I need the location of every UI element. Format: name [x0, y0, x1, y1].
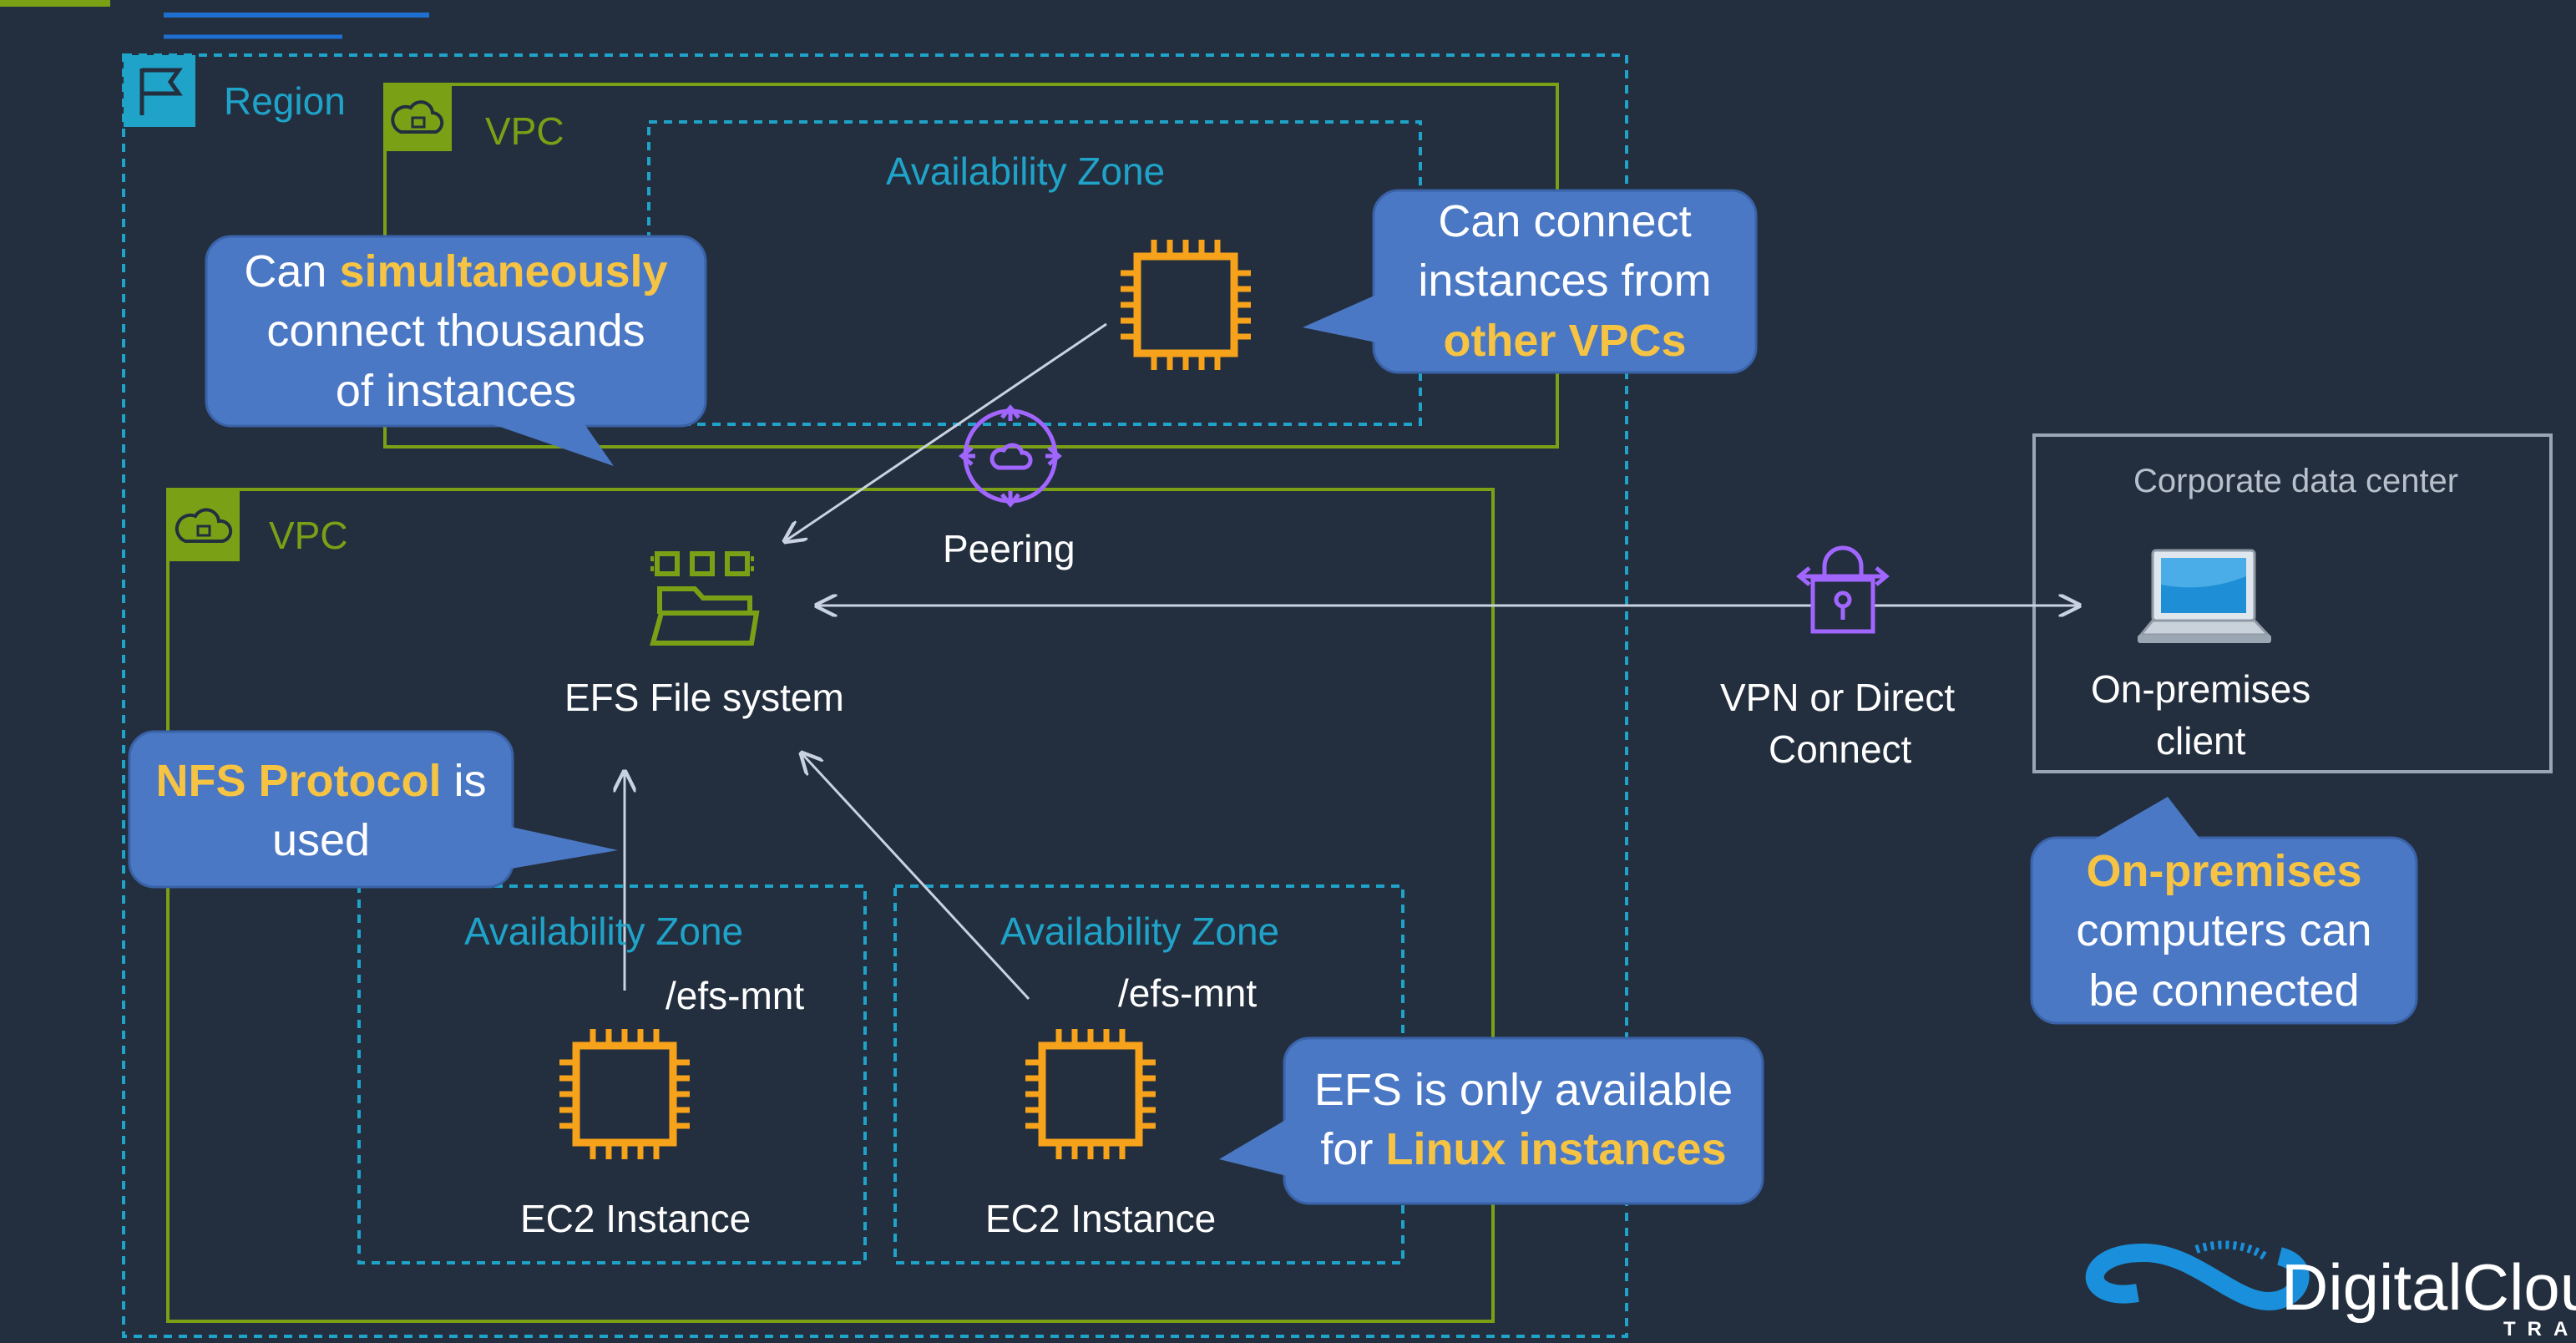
efs-label: EFS File system — [564, 676, 844, 719]
vpc-bottom-boundary — [166, 488, 1495, 1323]
callout-thousands-shape — [205, 235, 707, 466]
callout-linux-shape — [1219, 1036, 1764, 1205]
ec2-chip-icon — [559, 1029, 690, 1159]
vpn-lock-icon — [1796, 545, 1890, 634]
region-boundary — [122, 53, 1628, 1338]
vpc-cloud-icon — [168, 489, 240, 561]
ec2-chip-icon — [1025, 1029, 1156, 1159]
digitalcloud-logo-text: DigitalClou — [2281, 1250, 2576, 1324]
vpc-top-label: VPC — [485, 109, 564, 153]
callout-nfs-shape — [128, 730, 618, 889]
region-flag-icon — [124, 55, 195, 127]
vpn-label-line1: VPN or Direct — [1720, 676, 1956, 719]
vpc-bottom-label: VPC — [269, 514, 348, 557]
mount-arrow-right — [802, 753, 1030, 1001]
callout-vpcs-shape — [1303, 189, 1758, 374]
callout-linux: EFS is only available for Linux instance… — [1313, 1065, 1733, 1175]
region-label: Region — [224, 79, 346, 123]
az-right-label: Availability Zone — [1000, 910, 1280, 953]
vpn-label-line2: Connect — [1769, 727, 1912, 771]
peering-arrow — [785, 322, 1107, 541]
mount-path-right: /efs-mnt — [1118, 971, 1258, 1015]
peering-label: Peering — [943, 527, 1075, 570]
top-green-bar — [0, 0, 110, 7]
callout-vpcs: Can connect instances from other VPCs — [1418, 196, 1712, 366]
peering-icon — [959, 404, 1062, 508]
efs-folder-icon — [650, 551, 760, 646]
client-label-line2: client — [2156, 719, 2246, 763]
mount-path-left: /efs-mnt — [666, 974, 805, 1017]
digitalcloud-logo-subtext: TRAINI — [2503, 1318, 2576, 1340]
corporate-dc-label: Corporate data center — [2133, 463, 2459, 499]
laptop-icon — [2138, 549, 2271, 643]
client-label-line1: On-premises — [2091, 667, 2311, 711]
callout-thousands: Can simultaneously connect thousands of … — [244, 246, 668, 416]
ec2-left-label: EC2 Instance — [520, 1197, 752, 1240]
callout-onprem: On-premises computers can be connected — [2076, 846, 2372, 1016]
vpc-cloud-icon — [385, 84, 452, 151]
callout-nfs: NFS Protocol is used — [155, 756, 487, 866]
ec2-chip-icon — [1121, 240, 1251, 370]
digitalcloud-logo-icon — [2085, 1240, 2310, 1310]
az-top-label: Availability Zone — [886, 150, 1166, 193]
ec2-right-label: EC2 Instance — [985, 1197, 1217, 1240]
az-left-label: Availability Zone — [464, 910, 744, 953]
az-left-boundary — [357, 884, 867, 1264]
callout-onprem-shape — [2030, 797, 2418, 1025]
